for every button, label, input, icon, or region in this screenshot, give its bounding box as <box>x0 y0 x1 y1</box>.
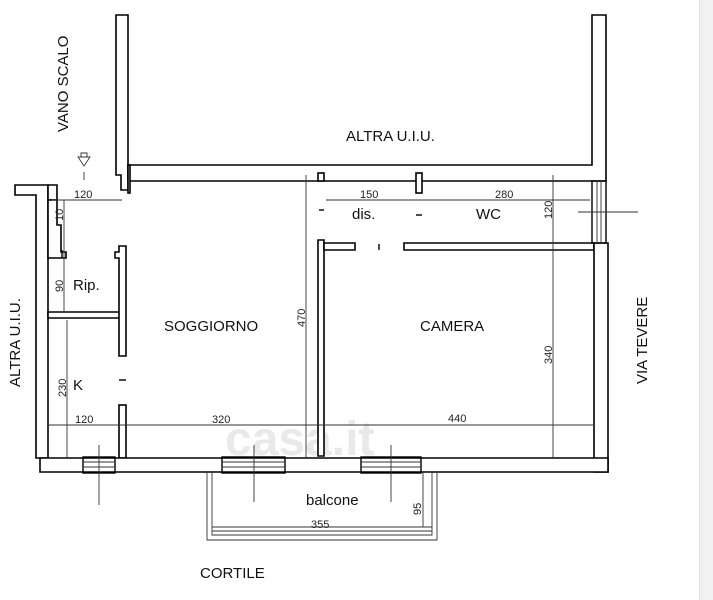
right-wall <box>593 242 609 473</box>
wall-jamb <box>127 164 131 194</box>
label-altra-uiu-left: ALTRA U.I.U. <box>7 298 24 387</box>
dim-balcone-w: 355 <box>311 519 329 531</box>
partition-wall <box>114 245 127 357</box>
dis-wc-wall <box>415 172 423 194</box>
soggiorno-camera-wall <box>317 239 325 457</box>
dim-balcone-h: 95 <box>412 503 424 515</box>
partition-wall <box>118 404 127 459</box>
label-via-tevere: VIA TEVERE <box>634 297 651 384</box>
entrance-arrow-icon <box>77 152 91 180</box>
room-dis: dis. <box>352 206 375 223</box>
dim-soggiorno-h: 470 <box>296 309 308 327</box>
bottom-wall <box>39 457 609 473</box>
dim-soggiorno-w: 320 <box>212 414 230 426</box>
entry-wall <box>47 199 67 259</box>
dim-camera-w: 440 <box>448 413 466 425</box>
window-k <box>82 445 116 505</box>
corridor-wall <box>403 242 595 251</box>
room-soggiorno: SOGGIORNO <box>164 318 258 335</box>
top-wall <box>127 14 607 182</box>
dim-entry-h: 10 <box>54 209 66 221</box>
dim-dis-w: 150 <box>360 189 378 201</box>
dimension-lines <box>48 175 594 532</box>
label-altra-uiu-top: ALTRA U.I.U. <box>346 128 435 145</box>
label-cortile: CORTILE <box>200 565 265 582</box>
room-rip: Rip. <box>73 277 100 294</box>
dim-rip-h: 90 <box>54 280 66 292</box>
window-wc <box>578 180 638 244</box>
balcony <box>206 472 438 541</box>
label-vano-scalo: VANO SCALO <box>55 36 72 132</box>
dim-k-w: 120 <box>75 414 93 426</box>
rip-wall <box>47 311 121 319</box>
wall-jamb <box>317 172 325 182</box>
side-strip <box>699 0 713 600</box>
room-balcone: balcone <box>306 492 359 509</box>
window-camera <box>360 445 422 502</box>
wall-jamb <box>47 184 58 201</box>
window-soggiorno <box>221 445 286 502</box>
room-camera: CAMERA <box>420 318 484 335</box>
dim-camera-h: 340 <box>543 346 555 364</box>
dim-wc-h: 120 <box>543 201 555 219</box>
room-k: K <box>73 377 83 394</box>
corridor-wall <box>323 242 356 251</box>
door-marks <box>61 209 422 381</box>
room-wc: WC <box>476 206 501 223</box>
stair-wall <box>115 14 129 191</box>
dim-entry-w: 120 <box>74 189 92 201</box>
dim-wc-w: 280 <box>495 189 513 201</box>
dim-k-h: 230 <box>57 379 69 397</box>
